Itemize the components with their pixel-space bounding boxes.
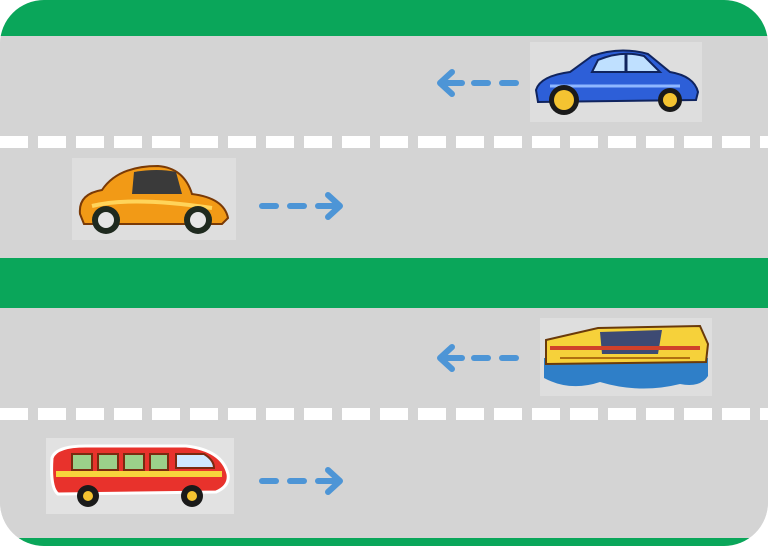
lane-dash-gap bbox=[446, 408, 456, 420]
lane-divider-lower bbox=[0, 408, 768, 420]
lane-dash-gap bbox=[560, 136, 570, 148]
lane-dash-gap bbox=[484, 136, 494, 148]
lane-dash-gap bbox=[294, 136, 304, 148]
lane-dash-gap bbox=[750, 408, 760, 420]
blue-classic-coupe[interactable] bbox=[530, 42, 702, 126]
lane-dash-gap bbox=[218, 408, 228, 420]
lane-dash-gap bbox=[28, 136, 38, 148]
lane-dash-gap bbox=[66, 408, 76, 420]
lane-dash-gap bbox=[28, 408, 38, 420]
dash-pattern bbox=[0, 408, 768, 420]
dash-pattern bbox=[0, 136, 768, 148]
lane-dash-gap bbox=[674, 408, 684, 420]
lane-dash-gap bbox=[332, 136, 342, 148]
lane-dash-gap bbox=[446, 136, 456, 148]
grass-strip-bottom bbox=[0, 538, 768, 546]
orange-beetle-car[interactable] bbox=[72, 158, 236, 244]
lane-dash-gap bbox=[522, 136, 532, 148]
lane-dash-gap bbox=[484, 408, 494, 420]
lane-dash-gap bbox=[142, 136, 152, 148]
lane-dash-gap bbox=[750, 136, 760, 148]
lane-dash-gap bbox=[560, 408, 570, 420]
lane-dash-gap bbox=[636, 408, 646, 420]
lane-divider-upper bbox=[0, 136, 768, 148]
lane-dash-gap bbox=[712, 136, 722, 148]
lane-dash-gap bbox=[104, 408, 114, 420]
lane-dash-gap bbox=[522, 408, 532, 420]
lane-dash-gap bbox=[370, 408, 380, 420]
lane-dash-gap bbox=[294, 408, 304, 420]
lane-dash-gap bbox=[218, 136, 228, 148]
arrow-right-icon bbox=[256, 191, 346, 225]
lane-dash-gap bbox=[712, 408, 722, 420]
lane-dash-gap bbox=[66, 136, 76, 148]
lane-dash-gap bbox=[104, 136, 114, 148]
lane-dash-gap bbox=[332, 408, 342, 420]
lane-dash-gap bbox=[408, 136, 418, 148]
grass-strip-middle bbox=[0, 258, 768, 308]
lane-dash-gap bbox=[142, 408, 152, 420]
lane-dash-gap bbox=[256, 408, 266, 420]
yellow-lowrider-car[interactable] bbox=[540, 318, 712, 400]
lane-dash-gap bbox=[636, 136, 646, 148]
arrow-right-icon bbox=[256, 466, 346, 500]
arrow-left-icon bbox=[436, 68, 526, 102]
lane-dash-gap bbox=[674, 136, 684, 148]
arrow-left-icon bbox=[436, 343, 526, 377]
lane-dash-gap bbox=[598, 408, 608, 420]
grass-strip-top bbox=[0, 0, 768, 36]
lane-dash-gap bbox=[180, 408, 190, 420]
lane-dash-gap bbox=[256, 136, 266, 148]
lane-dash-gap bbox=[370, 136, 380, 148]
red-camper-bus[interactable] bbox=[46, 438, 234, 518]
lane-dash-gap bbox=[598, 136, 608, 148]
lane-dash-gap bbox=[408, 408, 418, 420]
lane-dash-gap bbox=[180, 136, 190, 148]
